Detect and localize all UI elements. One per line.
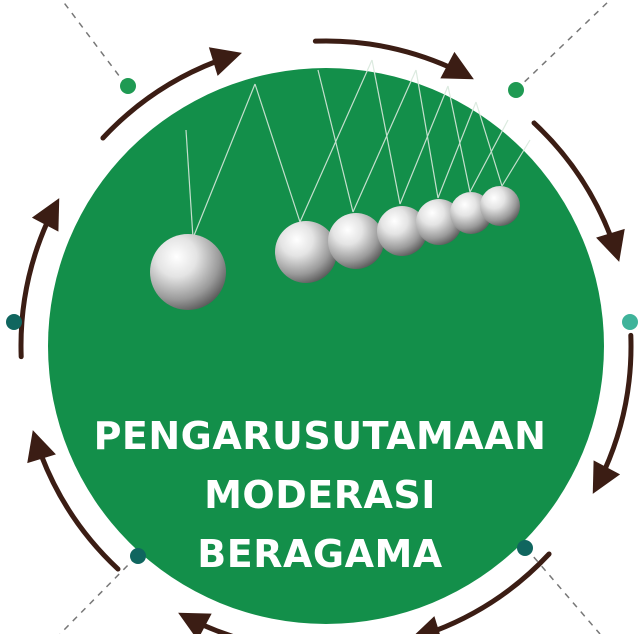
connector-dot-right xyxy=(622,314,638,330)
cradle-balls xyxy=(150,186,520,310)
title-line-3: BERAGAMA xyxy=(197,532,443,576)
guide-lines xyxy=(59,0,611,634)
cycle-arrow-arc xyxy=(38,452,121,572)
title-line-2: MODERASI xyxy=(204,473,436,517)
guide-line-top-right xyxy=(515,0,611,91)
connector-dot-bottom-right xyxy=(517,540,533,556)
cycle-arrow-head xyxy=(440,51,474,80)
cycle-arrow-arc xyxy=(18,219,50,360)
guide-line-bottom-left xyxy=(59,556,137,634)
cradle-strings xyxy=(185,59,531,239)
connector-dot-bottom-left xyxy=(130,548,146,564)
cycle-arrow-arc xyxy=(531,120,614,240)
cycle-arrows xyxy=(18,38,634,634)
cycle-arrow-arc xyxy=(602,332,634,473)
cycle-arrow-arc xyxy=(100,58,220,141)
connector-dots xyxy=(6,78,638,564)
cycle-arrow-head xyxy=(178,612,212,634)
cradle-ball xyxy=(150,234,226,310)
connector-dot-left xyxy=(6,314,22,330)
cradle-ball xyxy=(328,213,384,269)
cradle-ball xyxy=(480,186,520,226)
cycle-arrow-head xyxy=(596,228,625,262)
cradle-ball xyxy=(275,221,337,283)
connector-dot-top-left xyxy=(120,78,136,94)
cycle-arrow-head xyxy=(208,47,242,76)
cycle-arrow-head xyxy=(31,198,60,232)
newtons-cradle-image xyxy=(150,59,531,310)
guide-line-bottom-right xyxy=(525,547,601,634)
cycle-arrow-head xyxy=(27,430,56,464)
cycle-arrow-head xyxy=(592,460,621,494)
guide-line-top-left xyxy=(61,0,127,86)
cycle-arrow-arc xyxy=(312,38,453,70)
cycle-arrow-head xyxy=(415,616,440,634)
title-line-1: PENGARUSUTAMAAN xyxy=(94,414,547,458)
diagram-title: PENGARUSUTAMAAN MODERASI BERAGAMA xyxy=(94,414,547,576)
cycle-arrow-arc xyxy=(432,551,552,634)
cycle-arrow-arc xyxy=(199,622,234,634)
cradle-ball xyxy=(377,206,427,256)
connector-dot-top-right xyxy=(508,82,524,98)
